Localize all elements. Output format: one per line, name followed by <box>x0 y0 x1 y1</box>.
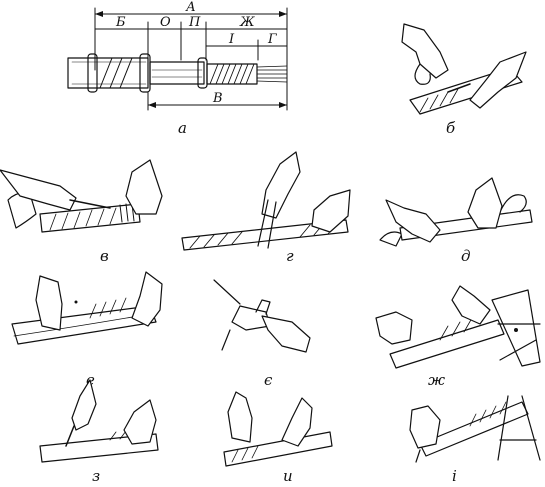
panel-label-ye: є <box>264 371 273 389</box>
panel-g-removing-armor <box>181 151 351 251</box>
panel-label-zh: ж <box>428 371 445 389</box>
panel-label-i: и <box>283 467 293 485</box>
panel-d-stripping-tape <box>379 177 533 247</box>
panel-b-marking-cable <box>401 23 527 115</box>
panel-e-bending-cores <box>11 271 163 345</box>
dim-label-a: А <box>185 0 196 15</box>
panel-label-v: в <box>100 247 109 265</box>
dim-label-b: Б <box>115 15 126 30</box>
panel-label-z: з <box>92 467 100 485</box>
panel-v-cutting-armor <box>0 159 163 233</box>
panel-a-cable-end <box>67 7 288 111</box>
dim-label-p: П <box>188 15 201 30</box>
dim-label-v: В <box>212 91 223 106</box>
panel-z-knife-cut <box>39 379 159 463</box>
panel-ii-stand-binding <box>409 395 541 463</box>
panel-i-binding-wire <box>223 391 333 467</box>
dim-label-g: Г <box>267 32 277 47</box>
dim-label-o: О <box>160 15 171 30</box>
panel-ye-cutting-insulation <box>213 279 311 353</box>
panel-label-a: а <box>178 119 187 137</box>
dim-label-zh: Ж <box>239 15 255 30</box>
panel-label-g: г <box>286 247 294 265</box>
panel-label-b: б <box>446 119 456 137</box>
panel-zh-vise-clamping <box>375 285 541 369</box>
panel-label-ii: і <box>452 467 457 485</box>
dim-label-i: I <box>228 32 235 47</box>
panel-label-d: д <box>461 247 471 265</box>
